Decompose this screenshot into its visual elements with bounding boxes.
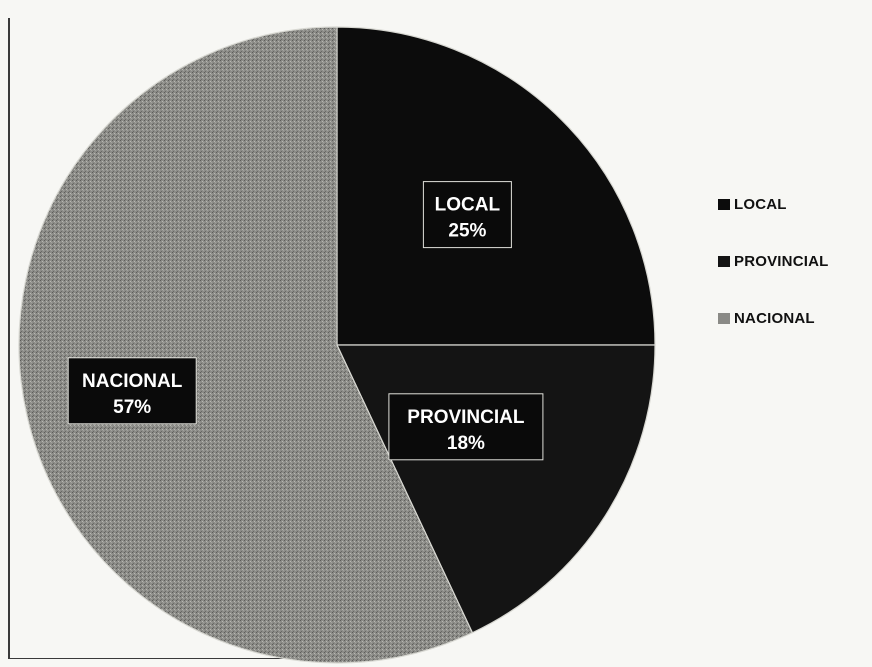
data-label-name-provincial: PROVINCIAL <box>407 407 525 428</box>
legend-label-provincial: PROVINCIAL <box>734 253 829 270</box>
data-label-nacional: NACIONAL 57% <box>67 357 197 425</box>
data-label-provincial: PROVINCIAL 18% <box>388 393 544 461</box>
legend-swatch-provincial <box>718 256 730 267</box>
data-label-name-local: LOCAL <box>435 195 501 216</box>
pie-slice-nacional <box>18 26 474 664</box>
legend-swatch-nacional <box>718 313 730 324</box>
data-label-name-nacional: NACIONAL <box>82 371 183 392</box>
legend: LOCAL PROVINCIAL NACIONAL <box>718 176 868 347</box>
data-label-value-provincial: 18% <box>447 433 485 454</box>
legend-label-nacional: NACIONAL <box>734 310 815 327</box>
data-label-local: LOCAL 25% <box>422 181 512 249</box>
bottom-border-line <box>8 658 328 659</box>
left-border-line <box>8 18 10 658</box>
data-label-value-nacional: 57% <box>113 397 151 418</box>
data-label-box-nacional <box>67 357 197 425</box>
legend-item-provincial: PROVINCIAL <box>718 233 868 290</box>
data-label-value-local: 25% <box>448 221 486 242</box>
legend-label-local: LOCAL <box>734 196 787 213</box>
data-label-box-provincial <box>388 393 544 461</box>
legend-item-nacional: NACIONAL <box>718 290 868 347</box>
data-label-box-local <box>422 181 512 249</box>
legend-item-local: LOCAL <box>718 176 868 233</box>
legend-swatch-local <box>718 199 730 210</box>
